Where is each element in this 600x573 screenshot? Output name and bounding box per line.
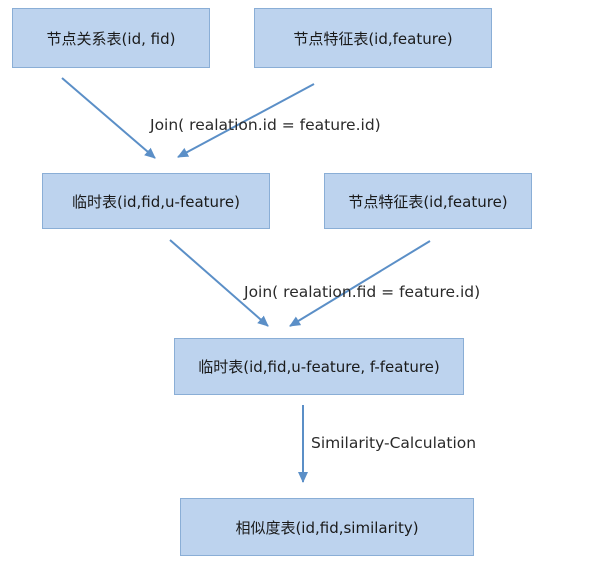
node-feature-table-1-label: 节点特征表(id,feature) — [293, 29, 453, 48]
node-temp-table-1-label: 临时表(id,fid,u-feature) — [72, 192, 240, 211]
edge-label-join-1: Join( realation.id = feature.id) — [150, 116, 381, 134]
node-relation-table-label: 节点关系表(id, fid) — [46, 29, 176, 48]
node-relation-table: 节点关系表(id, fid) — [12, 8, 210, 68]
node-feature-table-1: 节点特征表(id,feature) — [254, 8, 492, 68]
node-similarity-table: 相似度表(id,fid,similarity) — [180, 498, 474, 556]
node-temp-table-2: 临时表(id,fid,u-feature, f-feature) — [174, 338, 464, 395]
arrow-feature1-to-temp1 — [177, 83, 315, 158]
arrow-temp1-to-temp2 — [169, 239, 269, 327]
node-temp-table-1: 临时表(id,fid,u-feature) — [42, 173, 270, 229]
node-feature-table-2: 节点特征表(id,feature) — [324, 173, 532, 229]
node-feature-table-2-label: 节点特征表(id,feature) — [348, 192, 508, 211]
arrow-feature2-to-temp2 — [289, 240, 431, 327]
edge-label-similarity: Similarity-Calculation — [311, 434, 477, 452]
node-similarity-table-label: 相似度表(id,fid,similarity) — [235, 518, 419, 537]
node-temp-table-2-label: 临时表(id,fid,u-feature, f-feature) — [198, 358, 440, 376]
edge-label-join-2: Join( realation.fid = feature.id) — [244, 283, 481, 301]
arrow-relation-to-temp1 — [61, 77, 156, 159]
